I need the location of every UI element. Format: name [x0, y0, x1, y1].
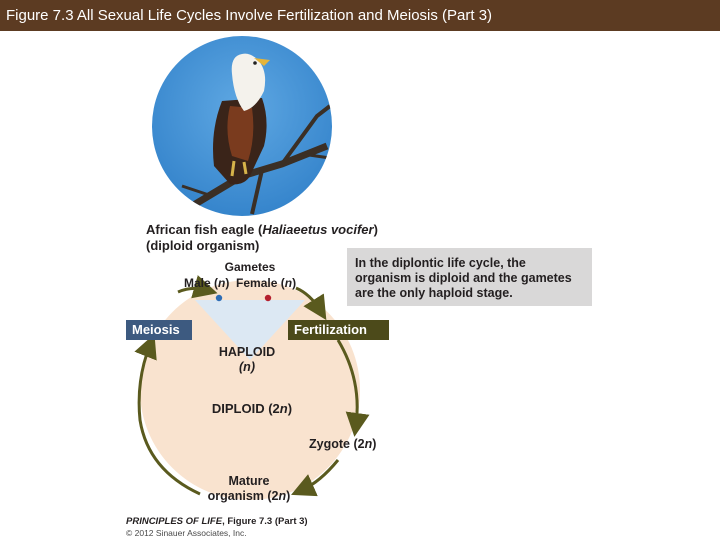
eagle-photo [152, 36, 332, 216]
meiosis-to-gametes-arrow [177, 275, 218, 299]
male-gamete-label: Male (n) [184, 276, 230, 290]
meiosis-label: Meiosis [126, 320, 192, 340]
callout-emphasis: diplontic life cycle [391, 256, 501, 270]
fertilization-to-zygote-arrow [336, 339, 370, 437]
diploid-stage-label: DIPLOID (2n) [211, 401, 293, 416]
female-gamete-label: Female (n) [236, 276, 297, 290]
mature-organism-label: Mature organism (2n) [207, 474, 291, 503]
female-gamete-dot [264, 294, 272, 302]
male-gamete-dot [215, 294, 223, 302]
slide-title: Figure 7.3 All Sexual Life Cycles Involv… [0, 0, 720, 31]
mature-to-meiosis-arrow [134, 333, 201, 496]
organism-scientific-name: Haliaeetus vocifer [262, 222, 374, 237]
haploid-wedge [195, 300, 305, 360]
diplontic-callout: In the diplontic life cycle, the organis… [347, 248, 592, 306]
copyright-notice: © 2012 Sinauer Associates, Inc. [126, 528, 247, 538]
zygote-label: Zygote (2n) [309, 437, 377, 451]
gamete-labels: Male (n) Female (n) [184, 276, 296, 290]
gametes-title: Gametes [224, 260, 276, 274]
book-title: PRINCIPLES OF LIFE [126, 516, 223, 527]
gametes-to-fertilization-arrow [295, 286, 327, 321]
haploid-stage-label: HAPLOID (n) [218, 345, 276, 374]
zygote-to-mature-arrow [291, 459, 340, 497]
organism-ploidy-note: (diploid organism) [146, 238, 260, 253]
organism-common-name: African fish eagle ( [146, 222, 263, 237]
fertilization-label: Fertilization [288, 320, 389, 340]
organism-label: African fish eagle (Haliaeetus vocifer) … [146, 222, 378, 254]
figure-credit: PRINCIPLES OF LIFE, Figure 7.3 (Part 3) [126, 516, 308, 527]
figure-number: , Figure 7.3 (Part 3) [222, 516, 308, 527]
organism-close-paren: ) [373, 222, 378, 237]
